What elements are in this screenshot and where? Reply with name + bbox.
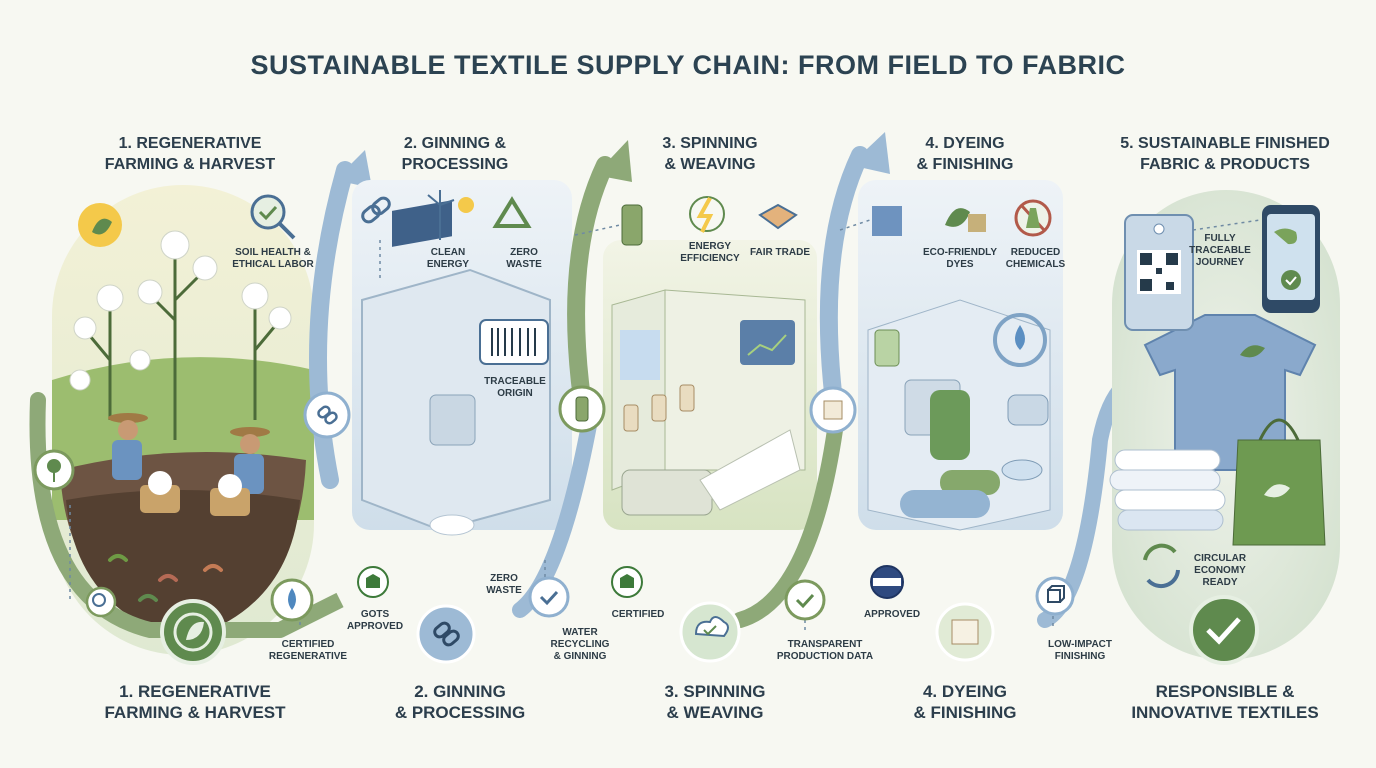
arrow-ginning bbox=[309, 150, 372, 489]
wind-turbine-icon bbox=[427, 190, 474, 240]
farmer-left bbox=[108, 413, 180, 513]
badge-fabric-large-icon bbox=[935, 602, 995, 662]
stage-4-caption: 4. DYEING& FINISHING bbox=[913, 682, 1017, 722]
handshake-icon bbox=[758, 203, 798, 230]
stage-4-heading: 4. DYEING& FINISHING bbox=[916, 135, 1014, 173]
stage-3-caption: 3. SPINNING& WEAVING bbox=[664, 682, 766, 722]
leaf-palette-icon bbox=[945, 208, 986, 232]
stage-2-caption: 2. GINNING& PROCESSING bbox=[394, 682, 526, 722]
t-shirt bbox=[1143, 314, 1317, 471]
barcode-icon bbox=[479, 319, 549, 365]
label-fair-trade: FAIR TRADE bbox=[750, 247, 810, 258]
stage-5-caption: RESPONSIBLE &INNOVATIVE TEXTILES bbox=[1131, 682, 1319, 722]
stage-3-heading: 3. SPINNING& WEAVING bbox=[662, 135, 758, 173]
arrow-dyeing bbox=[819, 132, 890, 419]
badge-final-check-icon bbox=[1189, 595, 1259, 665]
certified-seal-icon bbox=[611, 566, 643, 598]
soil-organisms bbox=[108, 554, 223, 602]
thread-spool-icon bbox=[621, 204, 643, 246]
arrow-spinning bbox=[567, 140, 632, 429]
badge-cube-icon bbox=[1035, 576, 1075, 616]
badge-spool-icon bbox=[558, 385, 606, 433]
arrow-lower-3 bbox=[732, 422, 843, 628]
panel-dyeing bbox=[858, 180, 1063, 531]
badge-leaf-cycle-icon bbox=[160, 599, 226, 665]
panel-farming bbox=[52, 185, 314, 655]
magnifier-icon bbox=[250, 194, 296, 240]
lightning-leaf-icon bbox=[689, 196, 725, 233]
panel-finished bbox=[1109, 190, 1340, 660]
recycle-icon bbox=[492, 196, 532, 228]
badge-magnifier-icon bbox=[85, 586, 117, 618]
badge-check-spinning-icon bbox=[784, 579, 826, 621]
gots-seal-icon bbox=[357, 566, 389, 598]
badge-water-drop-icon bbox=[270, 578, 314, 622]
stage-2-heading: 2. GINNING &PROCESSING bbox=[401, 135, 509, 173]
badge-chain-large-icon bbox=[416, 604, 476, 664]
shopping-bag bbox=[1232, 418, 1326, 546]
badge-cotton-icon bbox=[33, 449, 75, 491]
no-chemicals-icon bbox=[1014, 199, 1052, 237]
chain-link-icon bbox=[361, 196, 391, 224]
panel-ginning bbox=[352, 180, 572, 536]
label-soil-health: SOIL HEALTH &ETHICAL LABOR bbox=[232, 247, 314, 270]
label-certified: CERTIFIED bbox=[611, 609, 665, 620]
badge-cloud-data-icon bbox=[679, 601, 741, 663]
badge-check-ginning-icon bbox=[528, 576, 570, 618]
badge-chain-icon bbox=[303, 391, 351, 439]
circular-arrows-icon bbox=[1143, 543, 1180, 589]
fabric-swatch-icon bbox=[872, 206, 902, 236]
arrow-farm-loop bbox=[29, 392, 344, 638]
label-approved: APPROVED bbox=[863, 609, 921, 620]
farmer-right bbox=[210, 427, 270, 516]
page-title: SUSTAINABLE TEXTILE SUPPLY CHAIN: FROM F… bbox=[250, 50, 1126, 80]
folded-towels bbox=[1109, 449, 1226, 531]
approved-seal-icon bbox=[870, 565, 904, 599]
qr-tag bbox=[1124, 214, 1194, 331]
panel-spinning bbox=[603, 196, 817, 530]
smartphone bbox=[1262, 205, 1320, 313]
badge-fabric-icon bbox=[809, 386, 857, 434]
